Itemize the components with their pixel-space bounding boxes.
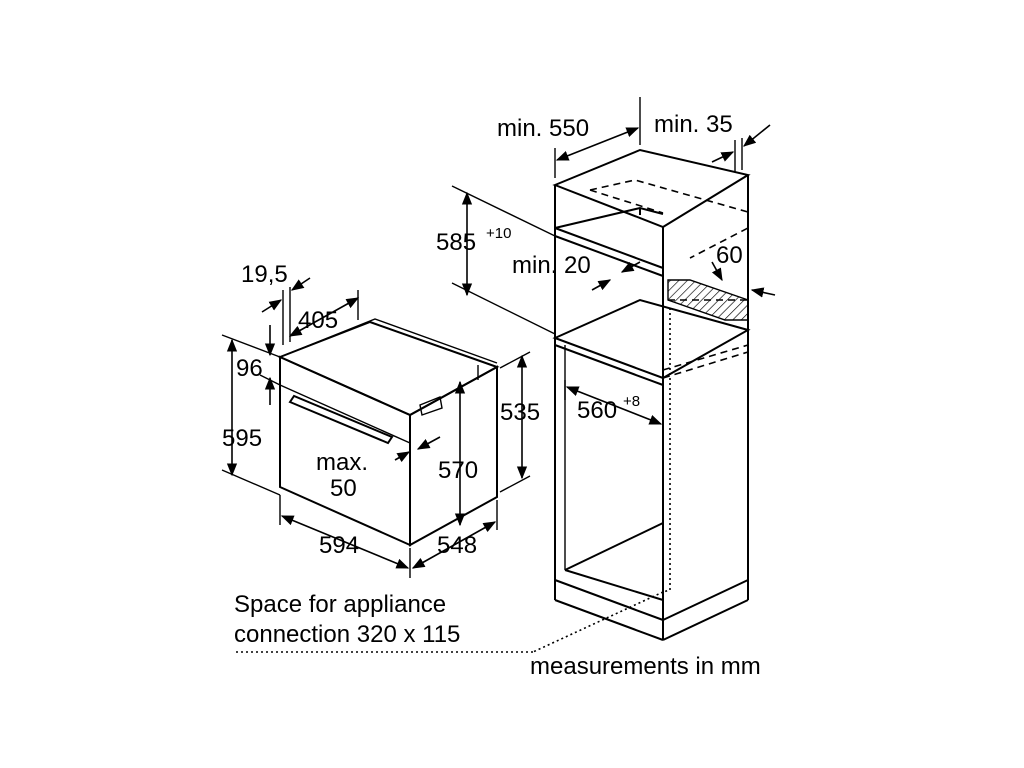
dim-585-label: 585 xyxy=(436,229,476,256)
dim-535-label: 535 xyxy=(500,399,540,426)
dim-96-label: 96 xyxy=(236,355,263,382)
cabinet-top xyxy=(552,148,751,229)
dim-min-35-label: min. 35 xyxy=(654,111,733,138)
dim-594-label: 594 xyxy=(319,532,359,559)
dim-570-label: 570 xyxy=(438,457,478,484)
cabinet-drawing xyxy=(532,148,751,653)
dim-560-label: 560 xyxy=(577,397,617,424)
oven-side xyxy=(409,365,498,547)
oven-drawing xyxy=(277,318,500,547)
dim-60-label: 60 xyxy=(716,242,743,269)
dim-min-20-label: min. 20 xyxy=(512,252,591,279)
dim-548-label: 548 xyxy=(437,532,477,559)
dim-19-5-label: 19,5 xyxy=(241,261,288,288)
oven-top xyxy=(277,320,500,417)
dim-560-tolerance: +8 xyxy=(623,393,640,410)
dim-max-value: 50 xyxy=(330,475,357,502)
connection-note-line2: connection 320 x 115 xyxy=(234,621,460,648)
dim-595-label: 595 xyxy=(222,425,262,452)
units-note: measurements in mm xyxy=(530,653,761,680)
oven-handle xyxy=(288,394,394,445)
dim-405-label: 405 xyxy=(298,307,338,334)
dim-585-tolerance: +10 xyxy=(486,225,511,242)
oven-dimensions xyxy=(221,277,531,578)
connection-note-line1: Space for appliance xyxy=(234,591,446,618)
dim-max-label: max. xyxy=(316,449,368,476)
cabinet-dimensions xyxy=(451,97,776,430)
dim-min-550-label: min. 550 xyxy=(497,115,589,142)
